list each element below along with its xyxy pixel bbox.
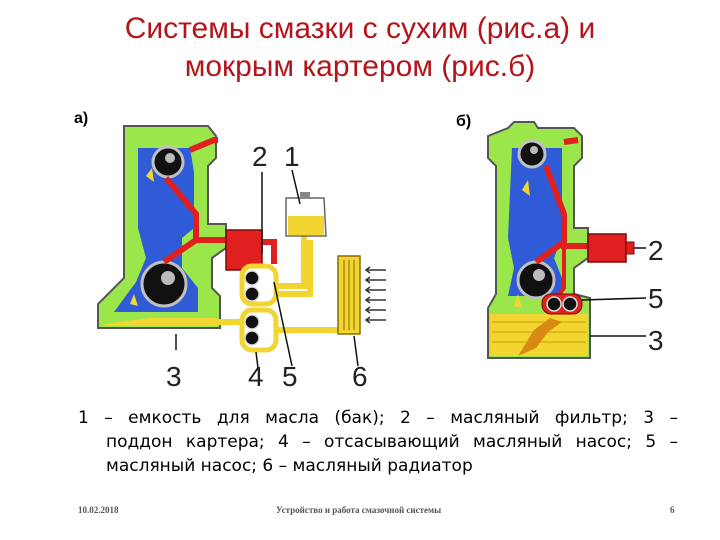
diagram-a-label: а) (74, 110, 89, 127)
legend: 1 – емкость для масла (бак); 2 – масляны… (78, 406, 678, 478)
oil-pump-5-b-gear-1 (546, 296, 562, 312)
scavenge-pump-4-gear-2 (244, 330, 260, 346)
diagram-b-label: б) (456, 113, 472, 130)
crankshaft-a (140, 260, 188, 308)
sump-film-a (104, 318, 218, 326)
crankcase-cavity-b (508, 148, 562, 296)
label-3-a: 3 (166, 361, 182, 390)
label-2-a: 2 (252, 141, 268, 172)
oil-pump-5-gear-2 (244, 286, 260, 302)
oil-filter-b (587, 233, 627, 263)
footer-date: 10.02.2018 (78, 505, 119, 515)
oil-pump-5-gear-1 (244, 270, 260, 286)
oil-pump-5-b-gear-2 (562, 296, 578, 312)
label-5-a: 5 (282, 361, 298, 390)
legend-line-3: масляный насос; 6 – масляный радиатор (106, 456, 473, 476)
oil-splash-b (518, 318, 562, 356)
legend-line-1: 1 – емкость для масла (бак); 2 – масляны… (78, 408, 678, 428)
footer-page-number: 6 (670, 505, 675, 515)
airflow-arrows (366, 269, 386, 321)
footer-title: Устройство и работа смазочной системы (276, 505, 442, 515)
label-6-a: 6 (352, 361, 368, 390)
label-5-b: 5 (648, 283, 664, 314)
slide-title: Системы смазки с сухим (рис.а) и мокрым … (0, 10, 720, 86)
title-line-1: Системы смазки с сухим (рис.а) и (124, 12, 596, 45)
label-3-b: 3 (648, 325, 664, 356)
label-2-b: 2 (648, 235, 664, 266)
oil-gallery-a (162, 137, 230, 265)
camshaft-b (517, 139, 547, 169)
leader-lines-b (581, 247, 647, 337)
leader-lines-a (175, 169, 359, 369)
scavenge-pump-4-gear-1 (244, 314, 260, 330)
oil-tank-level (288, 216, 324, 235)
legend-line-2: поддон картера; 4 – отсасывающий масляны… (106, 432, 678, 452)
title-line-2: мокрым картером (рис.б) (184, 50, 536, 83)
diagram-b-wet-sump: 2 5 3 (487, 121, 664, 359)
oil-gallery-b (534, 137, 600, 265)
label-4-a: 4 (248, 361, 264, 390)
label-1-a: 1 (284, 141, 300, 172)
diagram-a-dry-sump: 2 1 3 4 5 6 (97, 125, 386, 390)
oil-filter-a (225, 229, 263, 271)
